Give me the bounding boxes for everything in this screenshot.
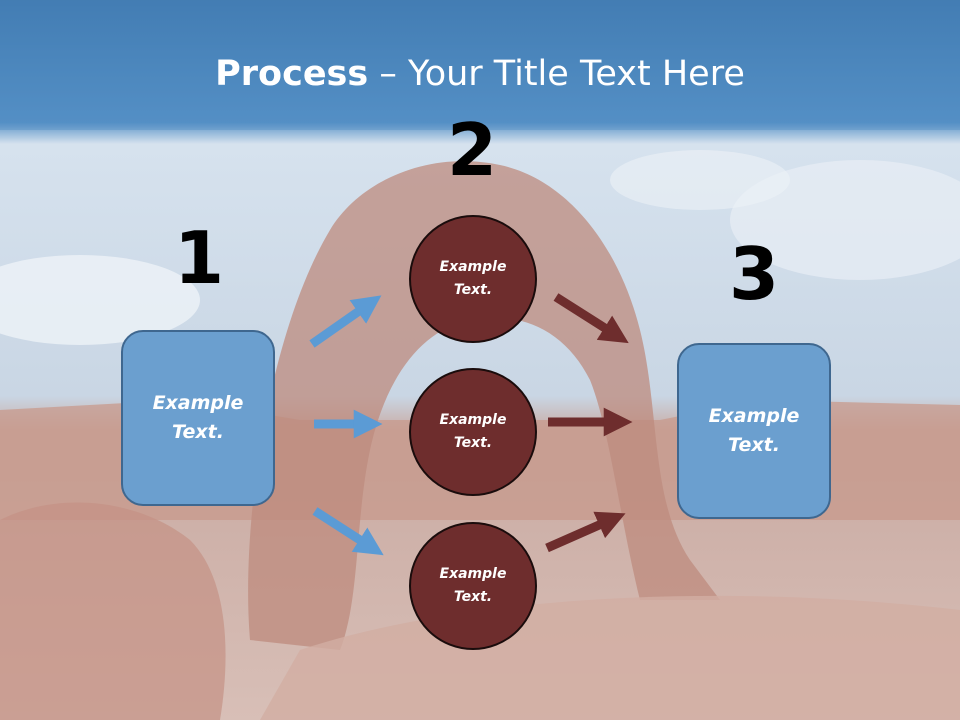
step-number-2: 2	[446, 108, 498, 192]
circle-middle-text: Example Text.	[439, 412, 507, 451]
step-number-3: 3	[728, 232, 780, 316]
circle-bottom: Example Text.	[409, 522, 537, 650]
arrow-from-circle-top	[553, 293, 629, 344]
circle-middle: Example Text.	[409, 368, 537, 496]
circle-bottom-text: Example Text.	[439, 566, 507, 605]
title-rest: – Your Title Text Here	[368, 54, 745, 94]
circle-top-text: Example Text.	[439, 259, 507, 298]
circle-top: Example Text.	[409, 215, 537, 343]
step-3-text: Example Text.	[708, 405, 800, 456]
slide-title: Process – Your Title Text Here	[0, 52, 960, 96]
step-3-box: Example Text.	[677, 343, 831, 519]
title-bold: Process	[215, 54, 369, 94]
step-1-text: Example Text.	[152, 392, 244, 443]
arrow-from-circle-bottom	[545, 511, 626, 553]
arrow-to-circle-bottom	[312, 507, 384, 556]
step-number-1: 1	[173, 216, 225, 300]
step-1-box: Example Text.	[121, 330, 275, 506]
arrow-to-circle-top	[309, 295, 382, 348]
